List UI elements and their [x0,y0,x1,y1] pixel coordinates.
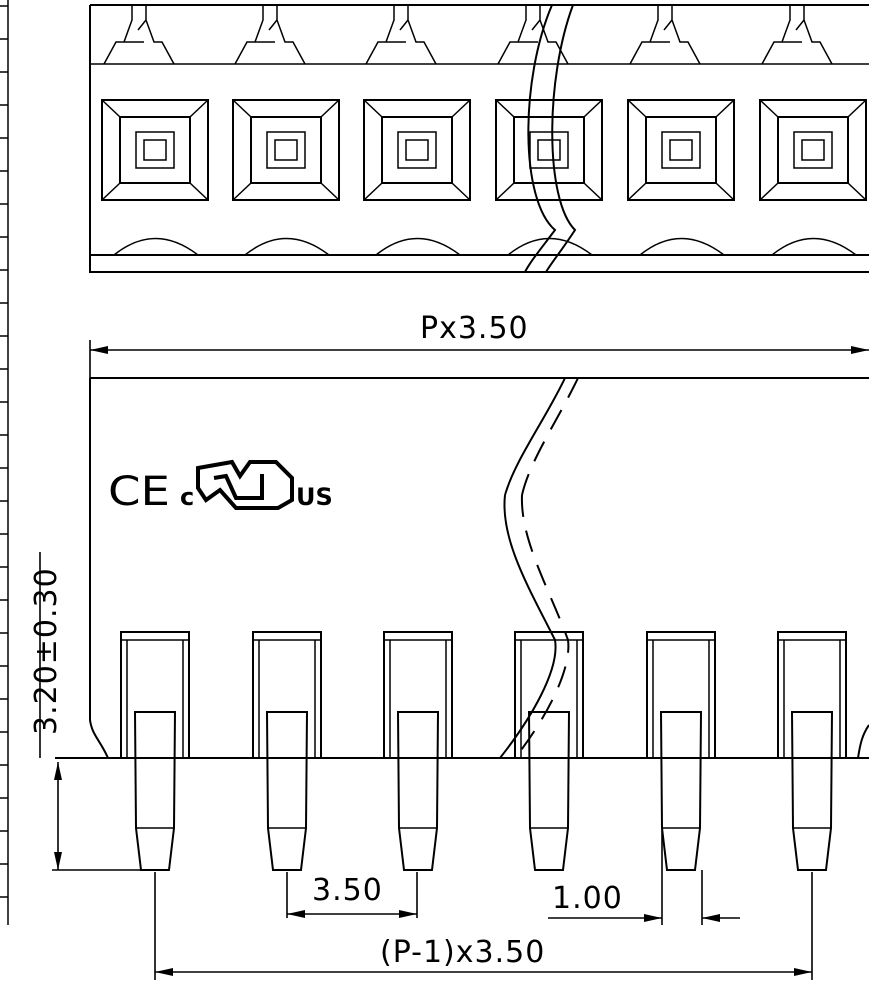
front-view: Px3.50 CE c US [29,311,869,980]
screw-slot [669,139,693,161]
pin [777,631,847,871]
terminal-cell [759,5,867,256]
bottom-arc [771,237,857,256]
bottom-arc [244,237,330,256]
ul-recognized-icon [196,459,294,510]
bottom-arc [113,237,199,256]
ce-mark: CE [108,469,170,515]
wire-entry-inner [661,131,701,169]
pin-span-dimension: (P-1)x3.50 [154,872,813,980]
terminal-cell [101,5,209,256]
latch-right [407,5,437,65]
wire-entry-middle [645,116,717,184]
latch-right [145,5,175,65]
wire-entry-middle [119,116,191,184]
wire-entry-outer [101,99,209,201]
screw-slot [274,139,298,161]
screw-slot [405,139,429,161]
latch-right [671,5,701,65]
wire-entry-inner [397,131,437,169]
pin [514,631,584,871]
wire-entry-outer [495,99,603,201]
pin-body [133,711,177,871]
wire-entry-outer [232,99,340,201]
pin-width-label: 1.00 [552,881,623,916]
wire-entry-middle [513,116,585,184]
screw-slot [537,139,561,161]
pitch-label: 3.50 [312,873,383,908]
latch-left [497,5,527,65]
terminal-cell [363,5,471,256]
bottom-arc [639,237,725,256]
wire-entry-middle [250,116,322,184]
pin [120,631,190,871]
pin-housing [646,631,716,758]
pin-body [265,711,309,871]
overall-width-label: Px3.50 [420,311,529,346]
pin-width-dimension: 1.00 [548,830,740,925]
overall-width-dimension: Px3.50 [89,311,869,380]
latch-detail [650,19,673,43]
pin-body [659,711,703,871]
latch-right [803,5,833,65]
left-ruler [0,0,9,925]
pin-housing [383,631,453,758]
latch-left [761,5,791,65]
pin [646,631,716,871]
latch-right [276,5,306,65]
wire-entry-outer [627,99,735,201]
wire-entry-outer [759,99,867,201]
certification-marks: CE c US [108,459,333,515]
terminal-cell [495,5,603,256]
pin-housing [514,631,584,758]
ul-c-mark: c [180,483,194,511]
latch-detail [782,19,805,43]
latch-detail [124,19,147,43]
height-dimension: 3.20±0.30 [29,552,150,871]
wire-entry-middle [777,116,849,184]
wire-entry-middle [381,116,453,184]
latch-left [103,5,133,65]
pin-housing [252,631,322,758]
wire-entry-inner [793,131,833,169]
height-label: 3.20±0.30 [29,567,64,735]
latch-left [234,5,264,65]
top-view [89,4,869,273]
pin-span-label: (P-1)x3.50 [380,935,545,970]
wire-entry-inner [135,131,175,169]
ul-us-mark: US [296,483,333,511]
pin-body [396,711,440,871]
latch-left [365,5,395,65]
pin-housing [777,631,847,758]
pin-housing [120,631,190,758]
screw-slot [801,139,825,161]
latch-detail [386,19,409,43]
latch-detail [518,19,541,43]
terminal-cell [232,5,340,256]
latch-left [629,5,659,65]
pin [383,631,453,871]
bottom-arc [507,237,593,256]
pin [252,631,322,871]
pin-body [790,711,834,871]
bottom-arc [375,237,461,256]
latch-detail [255,19,278,43]
pin-body [527,711,571,871]
terminal-cell [627,5,735,256]
wire-entry-inner [529,131,569,169]
wire-entry-outer [363,99,471,201]
pitch-dimension: 3.50 [286,872,418,918]
screw-slot [143,139,167,161]
wire-entry-inner [266,131,306,169]
